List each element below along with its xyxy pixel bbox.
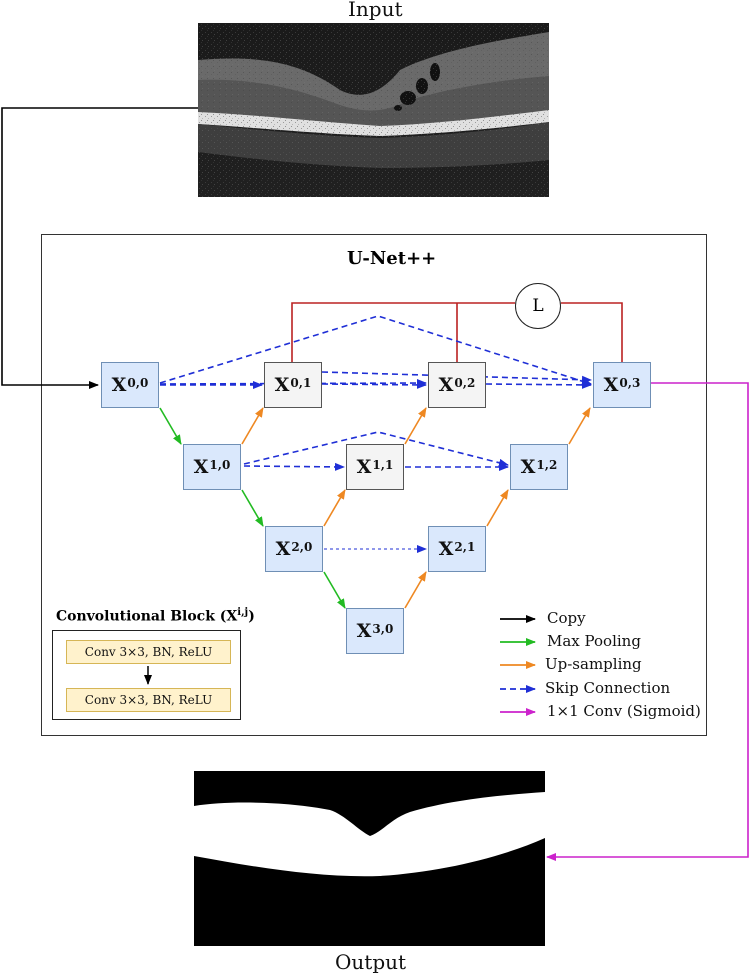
up-sampling-arrows — [241, 407, 591, 609]
node-x10-base: X — [193, 456, 209, 478]
node-x11-base: X — [356, 456, 372, 478]
node-x10-sup: 1,0 — [209, 458, 231, 472]
loss-node: L — [515, 283, 561, 329]
output-arrow — [546, 382, 749, 861]
legend-up-sampling-label: Up-sampling — [545, 655, 642, 673]
legend-skip-connection-label: Skip Connection — [545, 679, 671, 697]
input-caption: Input — [348, 0, 403, 21]
legend-copy-label: Copy — [547, 609, 586, 627]
max-pooling-arrows — [159, 407, 346, 609]
node-x02-sup: 0,2 — [454, 376, 476, 390]
copy-arrow — [1, 107, 198, 389]
conv-block-title-close: ) — [248, 608, 255, 625]
node-x21-sup: 2,1 — [454, 540, 476, 554]
conv-block-title-sup: i,j — [237, 607, 249, 618]
node-x00-sup: 0,0 — [127, 376, 149, 390]
node-x30-sup: 3,0 — [372, 622, 394, 636]
conv-block-box — [52, 630, 241, 720]
diagram-title: U-Net++ — [347, 248, 437, 269]
unetpp-panel — [41, 234, 707, 736]
loss-connections — [291, 302, 623, 362]
node-x00-base: X — [111, 374, 127, 396]
node-x02-base: X — [438, 374, 454, 396]
conv-block-title: Convolutional Block (Xi,j) — [56, 607, 255, 625]
conv-block-title-text: Convolutional Block (X — [56, 608, 238, 625]
node-x01-base: X — [274, 374, 290, 396]
node-x21-base: X — [438, 538, 454, 560]
legend-arrows — [500, 615, 536, 716]
node-x03-sup: 0,3 — [619, 376, 641, 390]
conv-layer-2: Conv 3×3, BN, ReLU — [66, 688, 231, 712]
node-x01-sup: 0,1 — [290, 376, 312, 390]
node-x20-base: X — [275, 538, 291, 560]
node-x30-base: X — [356, 620, 372, 642]
node-x12-base: X — [520, 456, 536, 478]
output-caption: Output — [335, 950, 407, 974]
node-x11-sup: 1,1 — [372, 458, 394, 472]
legend-conv-sigmoid-label: 1×1 Conv (Sigmoid) — [547, 702, 701, 720]
node-x03-base: X — [603, 374, 619, 396]
node-x20-sup: 2,0 — [291, 540, 313, 554]
legend-max-pooling-label: Max Pooling — [547, 632, 641, 650]
conv-layer-1: Conv 3×3, BN, ReLU — [66, 640, 231, 664]
node-x12-sup: 1,2 — [536, 458, 558, 472]
